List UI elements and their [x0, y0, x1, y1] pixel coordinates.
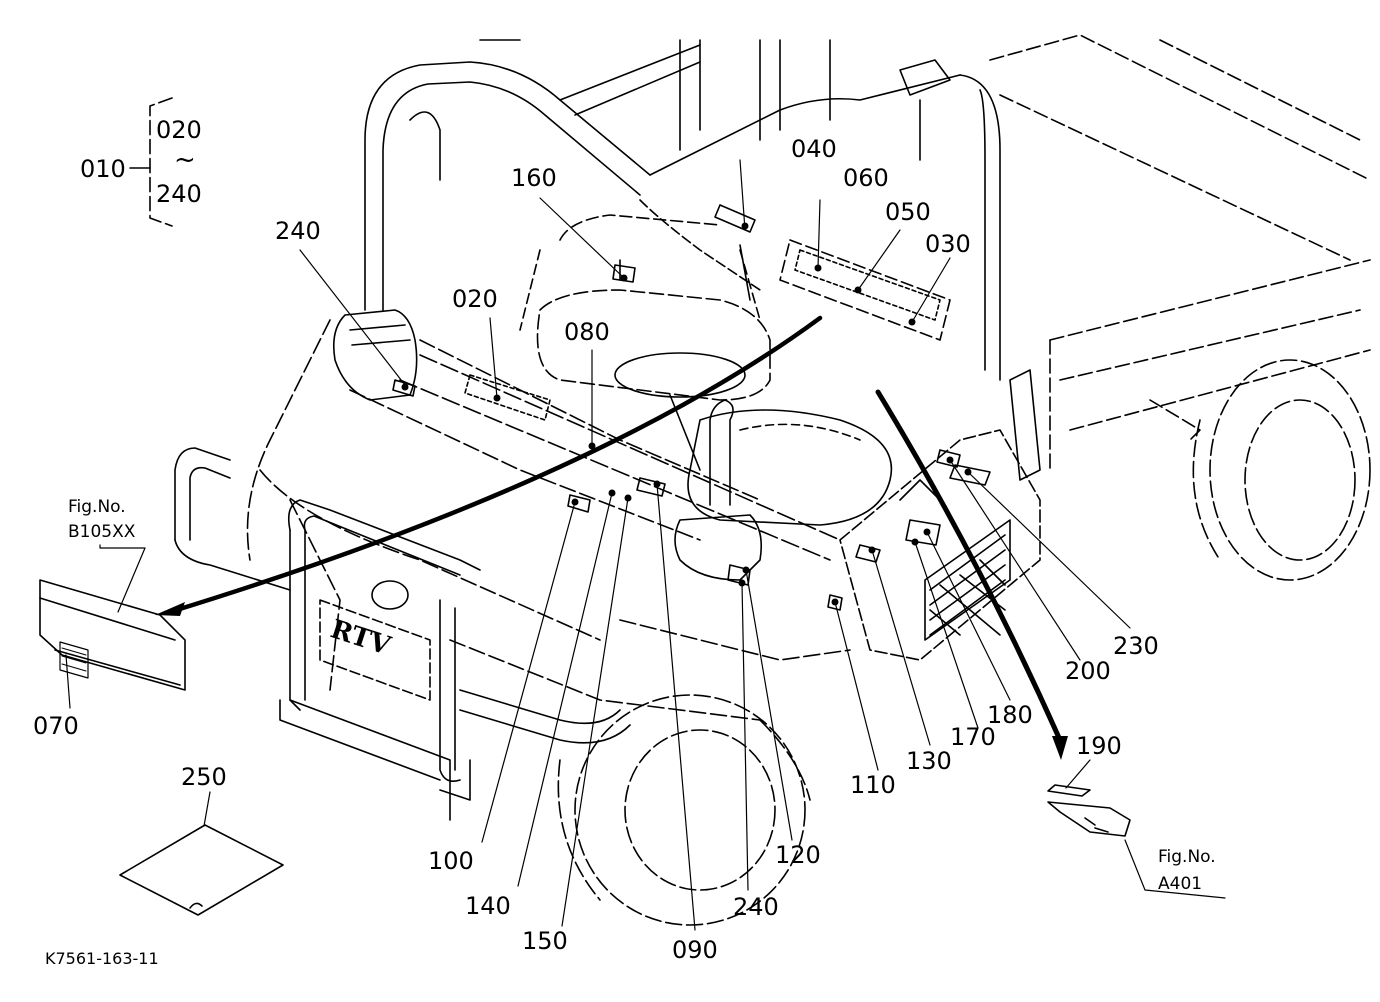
- callout-130: 130: [906, 747, 952, 775]
- callout-060: 060: [843, 164, 889, 192]
- group-bracket: [129, 97, 173, 227]
- callout-250: 250: [181, 763, 227, 791]
- rops-frame: [364, 39, 1001, 381]
- figref-a401-label: Fig.No.: [1158, 847, 1216, 867]
- emblem-plate: [319, 580, 431, 701]
- decal-shapes: [392, 204, 991, 611]
- pointer-dots: [401, 222, 972, 606]
- arrowhead-a401: [1052, 736, 1068, 760]
- callout-170: 170: [950, 723, 996, 751]
- callout-160: 160: [511, 164, 557, 192]
- callout-080: 080: [564, 318, 610, 346]
- callout-230: 230: [1113, 632, 1159, 660]
- callout-200: 200: [1065, 657, 1111, 685]
- callout-120: 120: [775, 841, 821, 869]
- front-wheel: [557, 694, 811, 926]
- right-bolster: [674, 399, 763, 581]
- parts-a401: [1047, 784, 1131, 837]
- callout-140: 140: [465, 892, 511, 920]
- cargo-bed: [989, 34, 1371, 471]
- callout-070: 070: [33, 712, 79, 740]
- group-range-start: 020: [156, 116, 202, 144]
- figref-a401-code: A401: [1158, 874, 1203, 894]
- group-main-label: 010: [80, 155, 126, 183]
- figref-b105xx-label: Fig.No.: [68, 497, 126, 517]
- sticker-sheet-curl: [189, 902, 203, 909]
- right-panel: [839, 369, 1041, 661]
- callout-240-lower: 240: [733, 893, 779, 921]
- callout-050: 050: [885, 198, 931, 226]
- front-guard: [174, 447, 631, 821]
- callout-110: 110: [850, 771, 896, 799]
- rear-wheel: [1192, 359, 1371, 581]
- callout-240-upper: 240: [275, 217, 321, 245]
- group-range-end: 240: [156, 180, 202, 208]
- group-range-sep: ~: [174, 145, 196, 175]
- hood: [246, 319, 851, 721]
- panel-part-b105xx: [39, 579, 186, 691]
- callout-040: 040: [791, 135, 837, 163]
- callout-100: 100: [428, 847, 474, 875]
- callout-180: 180: [987, 701, 1033, 729]
- figref-b105xx-code: B105XX: [68, 522, 136, 542]
- dash-line: [399, 354, 841, 561]
- callout-020: 020: [452, 285, 498, 313]
- arrowhead-b105xx: [155, 602, 185, 616]
- drawing-code: K7561-163-11: [45, 949, 159, 968]
- leader-lines: [65, 159, 1226, 931]
- seat-assembly: [519, 214, 951, 526]
- callout-190: 190: [1076, 732, 1122, 760]
- callout-090: 090: [672, 936, 718, 964]
- sticker-sheet: [119, 824, 284, 916]
- callout-030: 030: [925, 230, 971, 258]
- callout-150: 150: [522, 927, 568, 955]
